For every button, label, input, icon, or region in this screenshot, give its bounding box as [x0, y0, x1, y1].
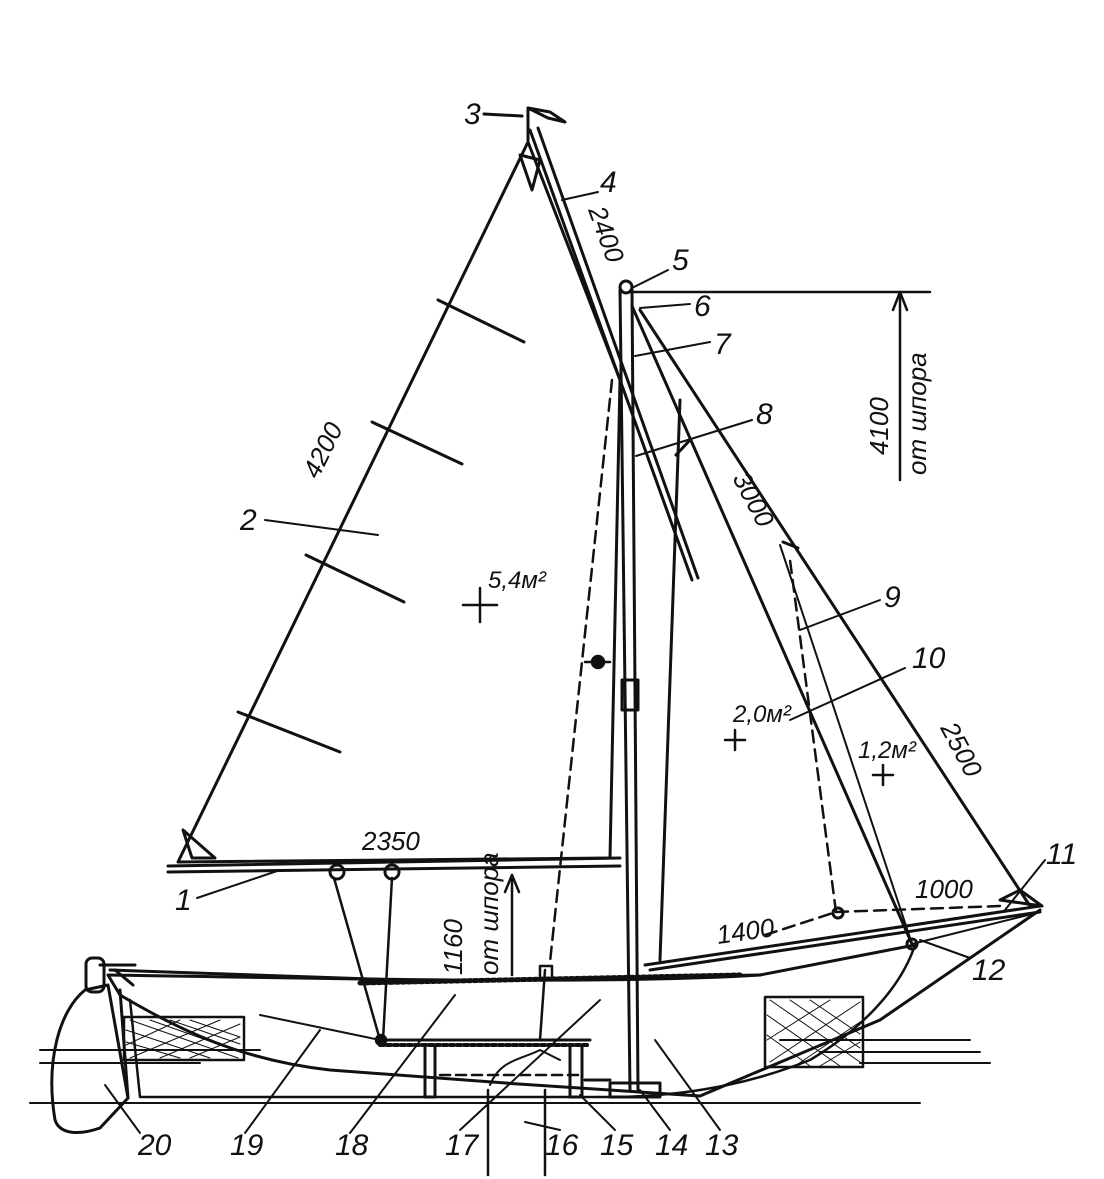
- dim-mast-height-ref: от шпора: [902, 352, 932, 475]
- label-part-9: 9: [884, 581, 901, 614]
- label-part-6: 6: [694, 290, 711, 323]
- label-part-15: 15: [600, 1129, 634, 1162]
- bowsprit: [643, 888, 1044, 972]
- label-part-4: 4: [600, 166, 617, 199]
- part-number-labels: 1 2 3 4 5 6 7 8 9 10 11 12 13 14 15 16 1…: [137, 98, 1077, 1162]
- area-jib: 2,0м²: [732, 701, 792, 728]
- label-part-7: 7: [714, 328, 732, 361]
- leader-lines: [104, 191, 1046, 1134]
- label-part-10: 10: [912, 642, 946, 675]
- area-staysail: 1,2м²: [858, 737, 917, 764]
- label-part-14: 14: [655, 1129, 688, 1162]
- mast: [618, 279, 640, 1092]
- label-part-8: 8: [756, 398, 773, 431]
- label-part-17: 17: [445, 1129, 480, 1162]
- label-part-11: 11: [1046, 838, 1077, 871]
- area-mainsail: 5,4м²: [488, 567, 547, 594]
- flotation-tanks: [122, 995, 865, 1069]
- centerboard: [438, 964, 582, 1177]
- dim-mast-height: 4100: [864, 397, 894, 455]
- masthead-flag: [482, 106, 567, 142]
- label-part-19: 19: [230, 1129, 264, 1162]
- height-dimension-4100: [628, 290, 932, 482]
- mainsheet: [332, 876, 394, 1047]
- label-part-2: 2: [239, 504, 257, 537]
- dim-bowsprit: 1400: [715, 912, 777, 950]
- mast-step: [583, 1078, 662, 1099]
- dimension-labels: 4200 2400 2350 4100 от шпора 1160 от шпо…: [296, 201, 988, 975]
- label-part-1: 1: [175, 884, 192, 917]
- label-part-3: 3: [464, 98, 481, 131]
- label-part-12: 12: [972, 954, 1006, 987]
- dim-jib-foot: 1000: [915, 874, 973, 904]
- label-part-5: 5: [672, 244, 689, 277]
- dim-boom: 2350: [361, 826, 420, 856]
- label-part-13: 13: [705, 1129, 739, 1162]
- jib: [630, 304, 1032, 962]
- water-lines: [29, 1039, 991, 1104]
- dim-mainsail-luff: 4200: [296, 417, 349, 483]
- mainsail: [176, 140, 622, 864]
- rudder: [50, 956, 137, 1134]
- height-dimension-1160: [503, 873, 521, 977]
- hull: [106, 908, 1042, 1100]
- dim-jib-luff: 3000: [727, 467, 781, 533]
- sail-area-labels: 5,4м² 2,0м² 1,2м²: [488, 567, 917, 764]
- label-part-16: 16: [545, 1129, 579, 1162]
- label-part-18: 18: [335, 1129, 369, 1162]
- centroid-marks: [461, 586, 895, 787]
- centerboard-trunk: [259, 1014, 592, 1099]
- dim-boom-height: 1160: [438, 919, 468, 975]
- label-part-20: 20: [137, 1129, 172, 1162]
- dashed-outlines: [548, 378, 1002, 964]
- dim-yard: 2400: [582, 201, 630, 267]
- dim-boom-height-ref: от шпора: [474, 852, 504, 975]
